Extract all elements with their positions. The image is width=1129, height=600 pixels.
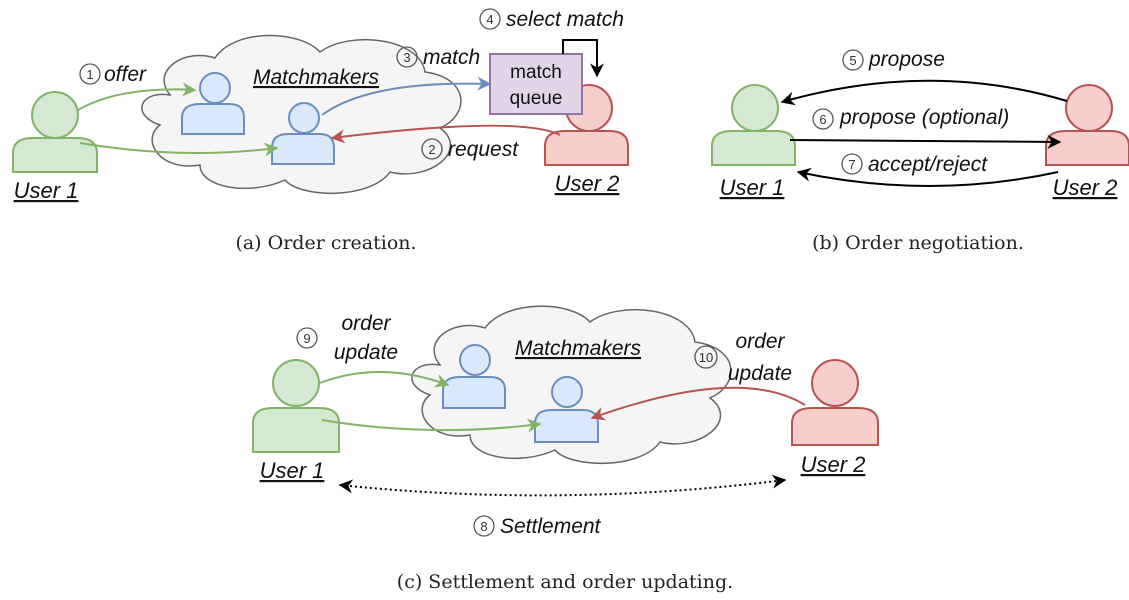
request-arrow	[330, 124, 561, 144]
accept-reject-arrow	[796, 167, 1059, 187]
order-update-arrow-2	[590, 386, 806, 421]
step9-number: 9	[303, 331, 310, 346]
step9-label-line2: update	[334, 341, 398, 364]
panel-c: Matchmakers User 1 User 2 9 order update…	[252, 305, 879, 593]
step8-label: Settlement	[500, 515, 602, 538]
user2-label: User 2	[801, 452, 866, 477]
caption-b: (b) Order negotiation.	[812, 232, 1024, 254]
match-queue-line2: queue	[510, 88, 563, 109]
panel-b: User 1 User 2 5 propose 6 propose (optio…	[711, 48, 1129, 254]
step6-number: 6	[819, 112, 826, 127]
matchmaker-icon	[271, 102, 335, 165]
step6-label: propose (optional)	[839, 106, 1009, 129]
user1-label: User 1	[260, 458, 325, 483]
step7-number: 7	[848, 157, 855, 172]
user1-icon	[252, 359, 340, 453]
order-update-arrow-1b	[321, 418, 542, 433]
step3-label: match	[423, 46, 480, 69]
user2-label: User 2	[555, 171, 620, 196]
user1-label: User 1	[720, 175, 785, 200]
order-update-arrow-1	[319, 371, 450, 388]
user2-icon	[1045, 84, 1129, 166]
offer-arrow	[77, 82, 197, 111]
step2-number: 2	[428, 142, 435, 157]
panel-a: Matchmakers User 1 User 2 match queue	[12, 8, 629, 254]
step8-number: 8	[480, 519, 487, 534]
propose-arrow	[780, 79, 1068, 106]
user2-label: User 2	[1053, 175, 1118, 200]
step4-number: 4	[486, 12, 493, 27]
step2-label: request	[448, 138, 519, 161]
step4-label: select match	[506, 8, 624, 31]
step10-label-line2: update	[728, 362, 792, 385]
matchmaker-icon	[181, 72, 245, 135]
match-arrow	[321, 76, 492, 116]
matchmakers-label: Matchmakers	[515, 337, 642, 360]
match-queue-line1: match	[510, 62, 562, 83]
step3-number: 3	[403, 50, 410, 65]
step5-number: 5	[849, 53, 856, 68]
propose-optional-arrow	[789, 134, 1062, 149]
step5-label: propose	[868, 48, 945, 71]
step10-label-line1: order	[735, 330, 785, 353]
step7-label: accept/reject	[868, 153, 988, 176]
step1-number: 1	[86, 67, 93, 82]
offer-arrow-2	[79, 142, 279, 157]
step9-label-line1: order	[341, 312, 391, 335]
matchmaker-icon	[534, 376, 599, 443]
user2-icon	[791, 359, 879, 446]
caption-a: (a) Order creation.	[235, 232, 416, 254]
step10-number: 10	[699, 350, 713, 365]
select-match-arrow	[562, 39, 604, 78]
matchmakers-label: Matchmakers	[253, 66, 380, 89]
user1-icon	[12, 91, 98, 173]
user1-icon	[711, 84, 796, 166]
user1-label: User 1	[14, 178, 79, 203]
caption-c: (c) Settlement and order updating.	[397, 571, 733, 593]
settlement-arrow	[338, 474, 787, 497]
step1-label: offer	[104, 63, 147, 86]
